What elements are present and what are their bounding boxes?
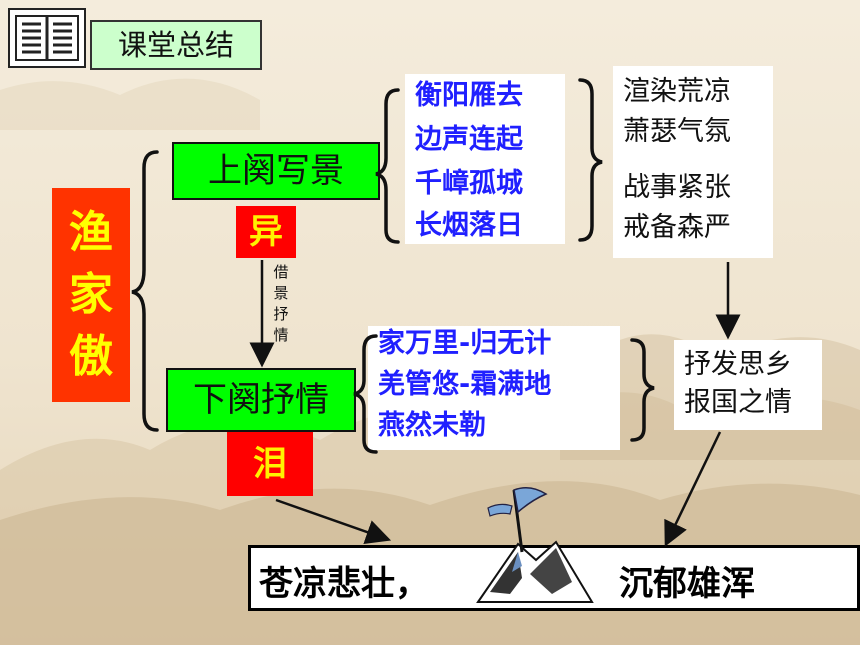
lower-result-line: 报国之情 xyxy=(684,387,792,418)
lower-tag: 泪 xyxy=(227,432,313,496)
upper-tag: 异 xyxy=(236,206,296,258)
upper-result-line: 戒备森严 xyxy=(623,212,731,243)
upper-result-line: 渲染荒凉 xyxy=(623,76,731,107)
transition-char: 借 xyxy=(273,263,289,281)
transition-char: 抒 xyxy=(273,305,289,323)
conclusion-left: 苍凉悲壮， xyxy=(259,564,429,604)
poem-title: 渔 家 傲 xyxy=(52,188,130,402)
lower-lines: 家万里-归无计 羌管悠-霜满地 燕然未勒 xyxy=(368,326,620,450)
lower-line: 燕然未勒 xyxy=(378,410,486,441)
book-icon xyxy=(8,8,86,68)
lower-line: 家万里-归无计 xyxy=(378,328,552,359)
upper-stanza-box: 上阕写景 xyxy=(172,142,380,200)
mountain-flag-icon xyxy=(476,487,594,603)
lower-result: 抒发思乡 报国之情 xyxy=(674,340,822,430)
title-char: 渔 xyxy=(69,207,113,258)
lower-line: 羌管悠-霜满地 xyxy=(378,369,552,400)
upper-result-line: 萧瑟气氛 xyxy=(623,116,731,147)
transition-char: 情 xyxy=(273,326,289,344)
upper-lines: 衡阳雁去 边声连起 千嶂孤城 长烟落日 xyxy=(405,74,565,244)
transition-char: 景 xyxy=(273,284,289,302)
transition-label: 借 景 抒 情 xyxy=(272,262,290,346)
upper-line: 千嶂孤城 xyxy=(415,168,523,199)
upper-line: 长烟落日 xyxy=(415,210,523,241)
title-char: 家 xyxy=(69,269,113,320)
header-title: 课堂总结 xyxy=(90,20,262,70)
lower-stanza-box: 下阕抒情 xyxy=(166,368,356,432)
upper-line: 边声连起 xyxy=(415,124,523,155)
upper-result: 渲染荒凉 萧瑟气氛 战事紧张 戒备森严 xyxy=(613,66,773,258)
upper-result-line: 战事紧张 xyxy=(623,172,731,203)
conclusion-right: 沉郁雄浑 xyxy=(619,564,755,604)
lower-result-line: 抒发思乡 xyxy=(684,349,792,380)
title-char: 傲 xyxy=(69,331,113,382)
upper-line: 衡阳雁去 xyxy=(415,80,523,111)
